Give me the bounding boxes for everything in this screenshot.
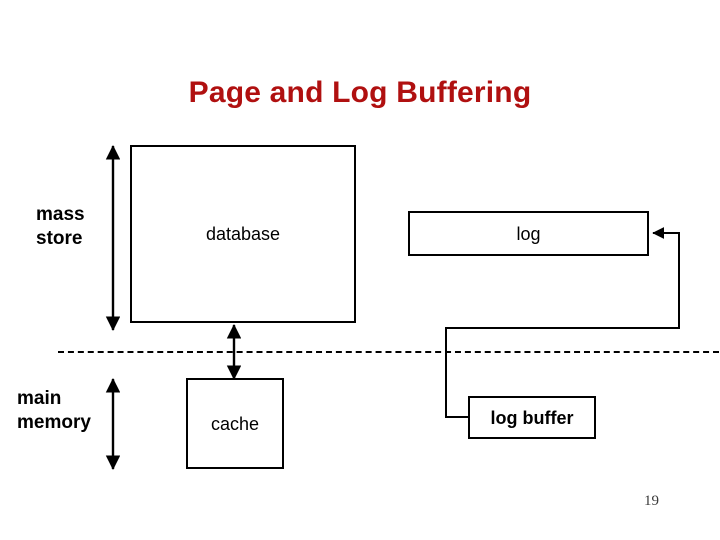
node-database[interactable]: database [130,145,356,323]
node-database-label: database [205,224,281,244]
page-number: 19 [644,493,659,509]
tier-label-main-memory: main memory [17,388,91,434]
node-log-buffer[interactable]: log buffer [468,396,596,439]
node-cache[interactable]: cache [186,378,284,469]
node-cache-label: cache [210,413,260,434]
tier-label-mass-store: mass store [36,204,85,250]
node-log-buffer-label: log buffer [490,407,574,428]
node-log-label: log [516,223,541,244]
memory-boundary-divider [58,351,719,353]
node-log[interactable]: log [408,211,649,256]
page-title: Page and Log Buffering [188,76,532,109]
log-buffer-to-log-arrow [445,227,680,418]
